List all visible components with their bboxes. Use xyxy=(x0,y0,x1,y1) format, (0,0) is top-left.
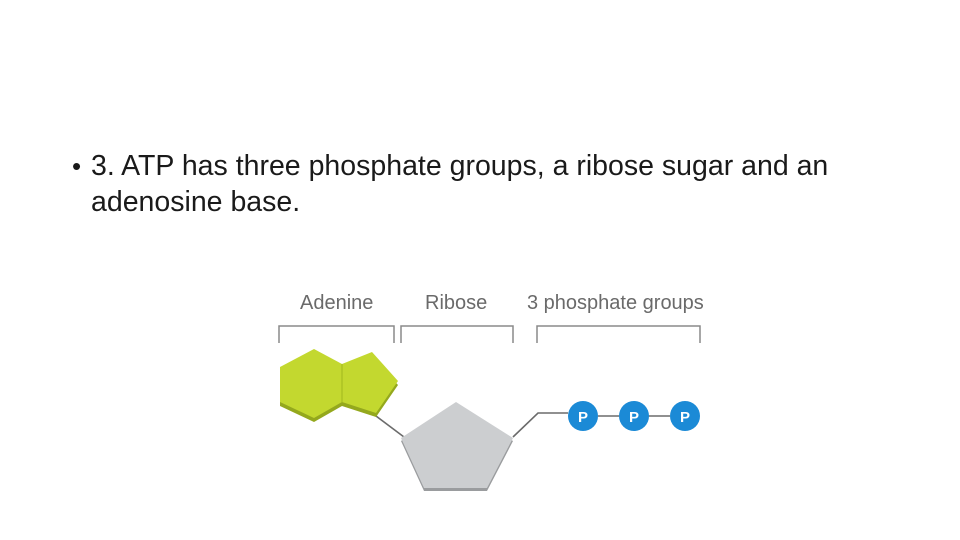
phosphates-label: 3 phosphate groups xyxy=(527,292,704,314)
adenine-ribose-bond xyxy=(371,412,405,438)
ribose-phosphate-bond xyxy=(512,412,568,438)
adenine-shape xyxy=(280,349,398,422)
ribose-shape xyxy=(401,402,513,491)
adenine-bracket xyxy=(278,325,395,343)
phosphate-2: P xyxy=(619,401,649,431)
bullet-marker: • xyxy=(72,151,82,181)
ribose-label: Ribose xyxy=(425,292,487,314)
bullet-text: 3. ATP has three phosphate groups, a rib… xyxy=(91,150,829,218)
bullet-point: • 3. ATP has three phosphate groups, a r… xyxy=(72,148,902,220)
phosphate-1: P xyxy=(568,401,598,431)
phosphate-1-label: P xyxy=(578,409,588,426)
ribose-bracket xyxy=(400,325,514,343)
phosphate-2-label: P xyxy=(629,409,639,426)
phosphate-3: P xyxy=(670,401,700,431)
phosphates-bracket xyxy=(536,325,701,343)
adenine-label: Adenine xyxy=(300,292,373,314)
phosphate-3-label: P xyxy=(680,409,690,426)
